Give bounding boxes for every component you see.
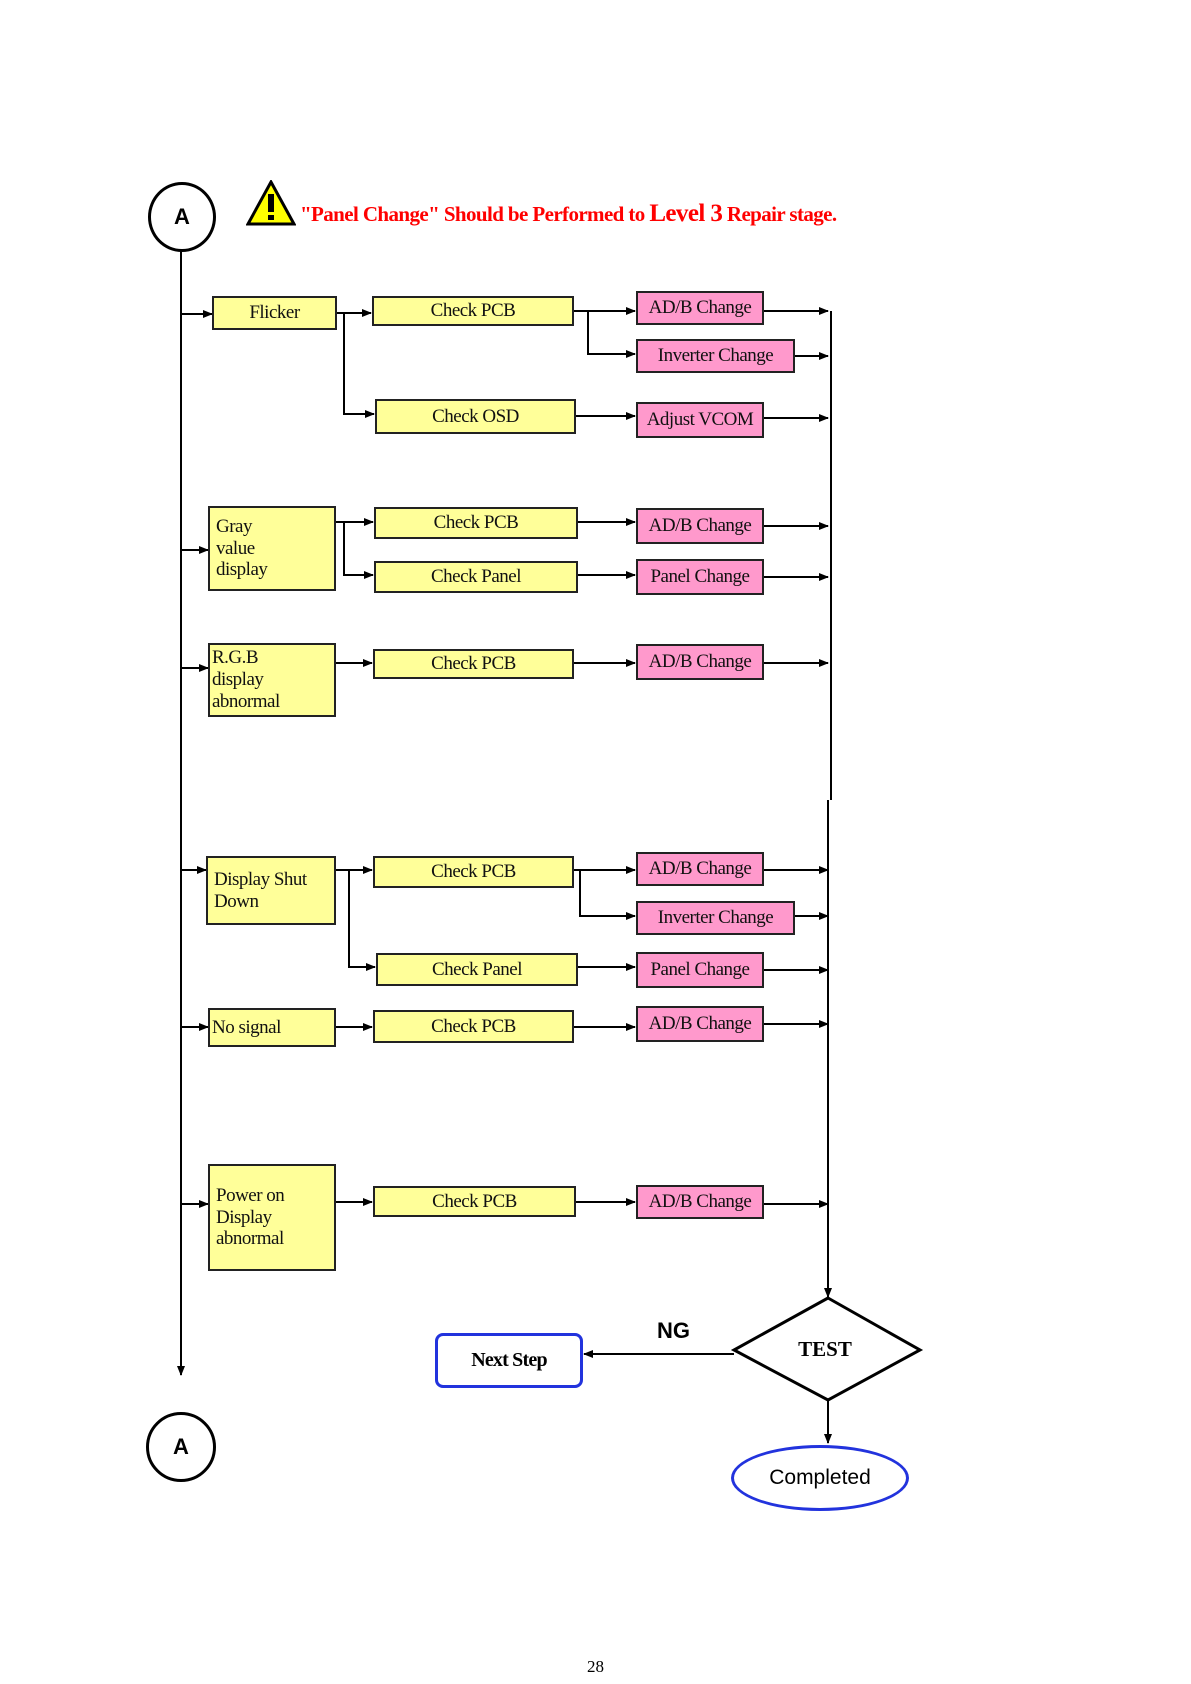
check-pcb-rgb: Check PCB <box>373 649 574 679</box>
symptom-no-signal: No signal <box>208 1008 336 1047</box>
next-step-terminal: Next Step <box>435 1333 583 1388</box>
action-inverter-change-flicker: Inverter Change <box>636 339 795 373</box>
check-pcb-shut-down: Check PCB <box>373 856 574 888</box>
check-osd-flicker: Check OSD <box>375 399 576 434</box>
panel-change-note: "Panel Change" Should be Performed to Le… <box>300 200 837 228</box>
page-number: 28 <box>587 1657 604 1676</box>
action-panel-change-shut-down: Panel Change <box>636 952 764 988</box>
check-panel-shut-down: Check Panel <box>376 953 578 986</box>
action-adjust-vcom: Adjust VCOM <box>636 402 764 438</box>
symptom-flicker: Flicker <box>212 296 337 330</box>
check-pcb-gray: Check PCB <box>374 507 578 539</box>
check-pcb-power-on: Check PCB <box>373 1186 576 1217</box>
symptom-display-shut-down: Display Shut Down <box>206 856 336 925</box>
check-pcb-no-signal: Check PCB <box>373 1010 574 1043</box>
check-panel-gray: Check Panel <box>374 561 578 593</box>
action-adb-change-gray: AD/B Change <box>636 508 764 544</box>
action-adb-change-shut-down: AD/B Change <box>636 852 764 886</box>
action-adb-change-rgb: AD/B Change <box>636 644 764 680</box>
action-adb-change-no-signal: AD/B Change <box>636 1006 764 1042</box>
action-adb-change-power-on: AD/B Change <box>636 1185 764 1219</box>
note-prefix: "Panel Change" Should be Performed to <box>300 202 650 226</box>
note-suffix: Repair stage. <box>722 202 837 226</box>
connector-a-bottom: A <box>146 1412 216 1482</box>
action-adb-change-flicker: AD/B Change <box>636 291 764 325</box>
symptom-power-on-display-abnormal: Power on Display abnormal <box>208 1164 336 1271</box>
action-inverter-change-shut-down: Inverter Change <box>636 901 795 935</box>
note-level: Level 3 <box>649 200 723 227</box>
connector-a-top: A <box>148 182 216 252</box>
ng-label: NG <box>657 1318 690 1343</box>
check-pcb-flicker: Check PCB <box>372 296 574 326</box>
test-decision: TEST <box>798 1337 852 1361</box>
action-panel-change-gray: Panel Change <box>636 559 764 595</box>
symptom-gray-value-display: Gray value display <box>208 506 336 591</box>
symptom-rgb-display-abnormal: R.G.B display abnormal <box>208 643 336 717</box>
completed-terminal: Completed <box>731 1445 909 1511</box>
warning-icon <box>246 180 296 226</box>
